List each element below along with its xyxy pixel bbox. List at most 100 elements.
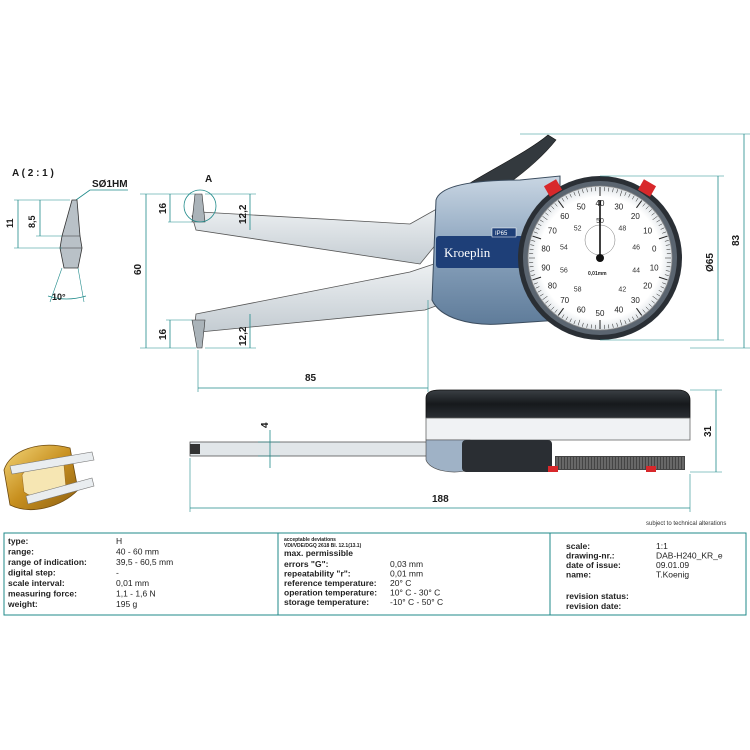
dial-tick: [632, 195, 635, 200]
dim-188-label: 188: [432, 494, 449, 505]
spec-value: 40 - 60 mm: [116, 547, 159, 557]
spec-label: digital step:: [8, 568, 56, 578]
dial-tick: [539, 293, 544, 297]
spec-label: drawing-nr.:: [566, 551, 615, 561]
dial-number: 50: [596, 309, 605, 318]
dial-unit: 0,01mm: [588, 271, 607, 277]
notice-text: subject to technical alterations: [646, 521, 726, 527]
ip-badge-label: IP65: [495, 231, 508, 237]
dim-ext: [49, 267, 63, 303]
dim-8-5-label: 8,5: [27, 215, 37, 228]
spec-value: 39,5 - 60,5 mm: [116, 557, 173, 567]
spec-value: 20° C: [390, 578, 411, 588]
dial-number: 30: [631, 296, 640, 305]
side-red-marker: [548, 466, 558, 472]
spec-value: T.Koenig: [656, 570, 689, 580]
dial-inner-number: 56: [560, 268, 568, 275]
front-view: A Kroeplin IP65 807060504030201001020304…: [133, 133, 750, 392]
spec-value: -: [116, 568, 119, 578]
title-block-frame: [3, 532, 747, 616]
dial-tick: [577, 190, 581, 197]
dial-numbers: 8070605040302010010203040506070809058565…: [541, 199, 659, 318]
dial-tick: [665, 270, 670, 272]
spec-label: reference temperature:: [284, 578, 377, 588]
dial-number: 20: [631, 212, 640, 221]
dial-tick: [648, 303, 652, 307]
side-red-marker-2: [646, 466, 656, 472]
spec-label: revision date:: [566, 601, 621, 611]
dial-tick: [565, 316, 568, 321]
dim-60-label: 60: [133, 263, 144, 275]
spec-label: name:: [566, 570, 591, 580]
knurl-lines: [556, 457, 684, 469]
dial-tick: [577, 319, 581, 326]
side-lever-housing: [462, 440, 552, 472]
spec-label: operation temperature:: [284, 588, 377, 598]
dial-tick: [529, 266, 534, 268]
dial-tick: [569, 193, 572, 198]
dial-tick: [533, 231, 538, 234]
dial-tick: [651, 300, 655, 304]
dial-number: 20: [643, 282, 652, 291]
spec-value: 1,1 - 1,6 N: [116, 589, 156, 599]
dim-85-label: 85: [305, 373, 317, 384]
dial-tick: [624, 191, 627, 196]
dial-tick: [551, 306, 555, 310]
gauge-ring-illustration: [3, 444, 95, 510]
dial-tick: [545, 300, 549, 304]
dial-tick: [561, 197, 565, 202]
spec-label: weight:: [7, 599, 38, 609]
spec-value: 0,03 mm: [390, 559, 423, 569]
spec-value: DAB-H240_KR_e: [656, 551, 723, 561]
tolerance-marker-left: [543, 179, 563, 197]
dial-number: 90: [541, 264, 550, 273]
dial-tick: [636, 307, 643, 316]
dim-16-bot-label: 16: [158, 328, 169, 340]
dial-tick: [658, 235, 668, 240]
dial-number: 40: [614, 306, 623, 315]
dial-tick: [545, 212, 549, 216]
spec-label: date of issue:: [566, 560, 621, 570]
dial-tick: [656, 219, 661, 223]
spec-value: 0,01 mm: [116, 578, 149, 588]
dial-tick: [652, 296, 658, 300]
spec-value: 10° C - 30° C: [390, 588, 440, 598]
dial-tick: [612, 323, 614, 328]
detail-view-a: A ( 2 : 1 ) SØ1HM 11 8,5 10°: [5, 168, 128, 303]
dial-tick: [658, 276, 668, 281]
detail-anvil-tip: [59, 199, 83, 269]
dial-tick: [645, 306, 649, 310]
dial-tick: [648, 209, 652, 213]
dim-12-2-bot-label: 12,2: [238, 326, 249, 346]
dial-tick: [624, 320, 627, 325]
spec-label: measuring force:: [8, 589, 77, 599]
side-view: 4 31 188: [189, 389, 722, 512]
spec-label: storage temperature:: [284, 597, 369, 607]
spec-value: -10° C - 50° C: [390, 597, 443, 607]
dial-number: 80: [541, 244, 550, 253]
angle-label: 10°: [52, 292, 66, 302]
dial-tick: [573, 320, 576, 325]
dial-number: 70: [560, 296, 569, 305]
dial-number: 70: [548, 227, 557, 236]
dial-ticks: [529, 187, 671, 329]
side-dial-housing: [425, 389, 691, 419]
dial-tick: [652, 216, 658, 220]
dial-tick: [586, 188, 588, 193]
dial-tick: [608, 324, 610, 329]
dial-tick: [554, 309, 558, 313]
dial-inner-number: 54: [560, 244, 568, 251]
dial-tick: [532, 276, 542, 281]
dial-tick: [529, 248, 534, 250]
dial-tick: [531, 274, 536, 276]
dial-tick: [537, 223, 542, 226]
dial-tick: [533, 282, 538, 285]
dial-tick: [660, 227, 665, 230]
dial-number: 10: [650, 264, 659, 273]
dial-inner-number: 58: [574, 287, 582, 294]
dial-tick: [539, 219, 544, 223]
dial-tick: [662, 231, 667, 234]
dial-tick: [548, 209, 552, 213]
